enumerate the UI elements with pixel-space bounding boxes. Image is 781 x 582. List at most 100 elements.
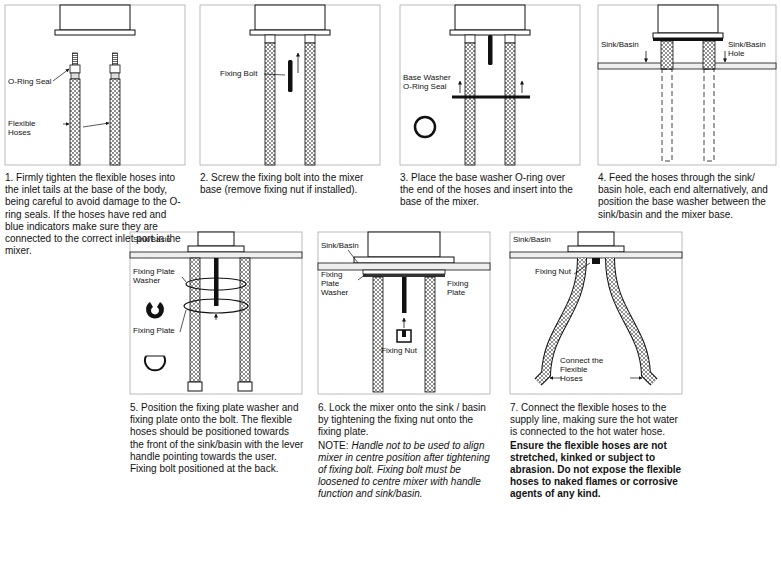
step-6-figure-part (318, 263, 490, 270)
step-3-figure-part (450, 5, 530, 35)
step-7-figure-part (578, 232, 614, 246)
step-4-figure-part (703, 41, 715, 69)
step-3-figure-part (505, 43, 515, 165)
step-6-figure-part (402, 277, 407, 313)
step-5-figure-part (190, 258, 200, 382)
step-6-figure-part (354, 257, 454, 263)
step-4-figure-part (598, 5, 776, 165)
step-3-figure-part (505, 35, 515, 43)
step-5-figure-part (216, 292, 217, 298)
step-4-figure-part (598, 63, 776, 69)
step-4-figure-part (653, 33, 723, 38)
step-7-figure-part (568, 246, 624, 252)
step-6-figure-part (373, 277, 383, 392)
step-2-figure-part (265, 35, 275, 43)
step-7-figure (510, 232, 682, 394)
part-label: Fixing Plate Washer (133, 267, 181, 285)
note-text: Handle not to be used to align mixer in … (318, 440, 492, 501)
step-4-figure-part (646, 51, 647, 62)
part-label: Fixing Bolt (220, 69, 264, 78)
step-3-figure-part (452, 96, 530, 99)
step-caption: 1. Firmly tighten the flexible hoses int… (5, 172, 185, 257)
step-1-figure-part (5, 5, 185, 165)
step-2-figure (200, 5, 380, 165)
step-4-figure-part (653, 38, 723, 41)
step-1-figure-part (55, 5, 135, 35)
note-heading: NOTE: (318, 440, 349, 452)
step-5-figure-part (130, 252, 302, 258)
step-2-figure-part (200, 5, 380, 165)
step-6-figure-part (397, 330, 411, 342)
part-label: Fixing Plate (447, 279, 487, 297)
step-caption: 4. Feed the hoses through the sink/ basi… (598, 172, 778, 221)
step-1-figure-part (70, 79, 80, 165)
step-6-figure-part (363, 270, 445, 274)
step-7-figure-part (574, 263, 590, 274)
step-1-figure-part (63, 124, 69, 125)
part-label: Fixing Plate Washer (321, 270, 361, 298)
step-3-figure-part (460, 81, 461, 93)
step-2-figure-part (264, 74, 285, 75)
step-5-figure-part (184, 299, 248, 313)
step-5-figure-part (240, 258, 250, 382)
step-5-figure-part (145, 356, 165, 370)
step-6-figure-part (348, 250, 358, 263)
step-3-figure-part (522, 81, 523, 93)
part-label: Flexible Hoses (8, 119, 60, 137)
step-5-figure-part (130, 232, 302, 394)
step-5-figure-part (186, 278, 246, 290)
step-6-figure-part (402, 330, 406, 337)
step-2-figure-part (298, 53, 299, 73)
step-1-figure-part (83, 123, 109, 127)
step-7-figure-part (510, 232, 682, 394)
step-1-figure-part (110, 53, 120, 79)
step-4-figure-part (725, 51, 726, 62)
step-1-figure-part (70, 53, 80, 79)
part-label: Connect the Flexible Hoses (560, 356, 612, 384)
part-label: Sink/Basin (513, 235, 573, 244)
step-7-figure-part (610, 258, 654, 382)
step-3-figure-part (400, 5, 580, 165)
step-caption: 5. Position the fixing plate washer and … (130, 402, 304, 475)
step-1-figure (5, 5, 185, 165)
part-label: Sink/Basin Hole (728, 40, 776, 58)
step-6-figure (318, 232, 490, 394)
step-6-figure-part (425, 277, 435, 392)
part-label: Fixing Plate (133, 326, 183, 335)
step-1-figure-part (53, 69, 69, 81)
step-6-figure-part (363, 274, 445, 277)
step-4-figure-part (658, 5, 718, 33)
step-caption: 6. Lock the mixer onto the sink / basin … (318, 402, 492, 439)
part-label: Sink/Basin (321, 241, 381, 250)
part-label: Base Washer O-Ring Seal (403, 73, 453, 91)
step-5-figure-part (180, 310, 186, 332)
step-2-figure-part (288, 60, 293, 92)
step-2-figure-part (305, 43, 315, 165)
step-5-figure-part (198, 232, 234, 246)
part-label: Sink/Basin (133, 235, 193, 244)
step-6-figure-part (318, 232, 490, 394)
step-5-figure-part (188, 246, 244, 252)
part-label: Sink/Basin (601, 40, 661, 49)
step-2-figure-part (305, 35, 315, 43)
step-1-figure-part (110, 79, 120, 165)
step-4-figure-part (662, 69, 672, 161)
step-5-figure-part (182, 277, 186, 282)
step-5-figure (130, 232, 302, 394)
step-7-figure-part (510, 252, 682, 258)
step-4-figure (598, 5, 776, 165)
step-caption: 7. Connect the flexible hoses to the sup… (510, 402, 684, 439)
part-label: O-Ring Seal (8, 77, 58, 86)
part-label: Fixing Nut (381, 346, 421, 355)
step-2-figure-part (250, 5, 330, 35)
step-3-figure (400, 5, 580, 165)
step-5-figure-part (216, 314, 217, 320)
step-7-figure-part (592, 258, 600, 264)
step-caption: 2. Screw the fixing bolt into the mixer … (200, 172, 378, 196)
step-3-figure-part (465, 35, 475, 43)
step-2-figure-part (265, 43, 275, 165)
step-4-figure-part (704, 69, 714, 161)
step-7-figure-part (630, 378, 642, 379)
step-6-figure-part (368, 232, 440, 257)
step-5-figure-part (146, 356, 164, 357)
